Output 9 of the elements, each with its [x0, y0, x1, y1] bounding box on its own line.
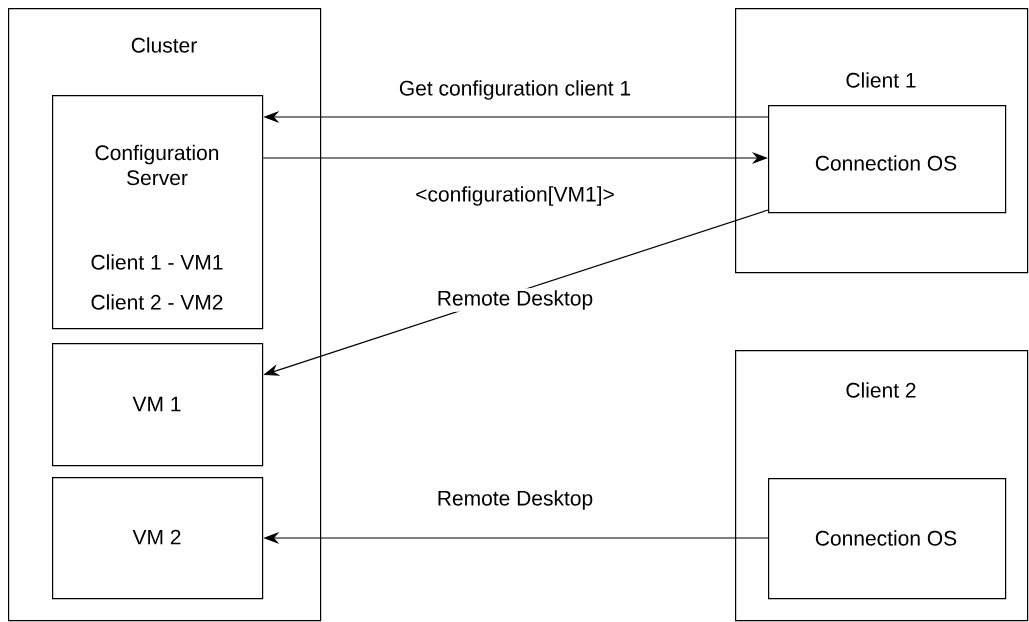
edge-label: Remote Desktop	[434, 288, 596, 312]
process-box: VM 2	[52, 477, 264, 600]
process-box: VM 1	[52, 343, 264, 467]
process-box: Configuration Server Client 1 - VM1 Client 2 - VM2	[52, 95, 264, 330]
edge-label: <configuration[VM1]>	[413, 184, 617, 208]
edge-label: Get configuration client 1	[396, 78, 634, 102]
process-box: Connection OS	[768, 478, 1007, 600]
process-box: Connection OS	[768, 105, 1007, 214]
edge-label: Remote Desktop	[434, 488, 596, 512]
